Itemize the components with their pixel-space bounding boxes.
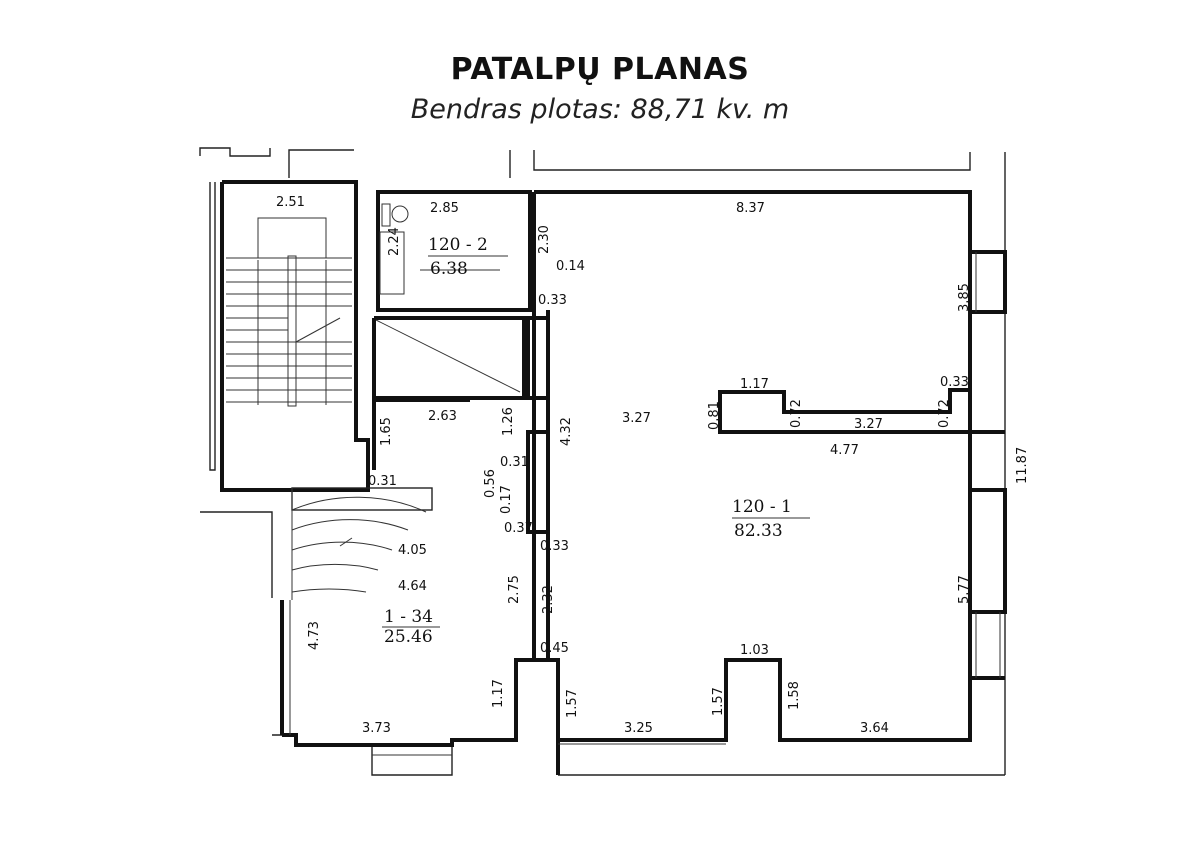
- dim-wc-h2: 2.30: [537, 225, 552, 254]
- dim-right-385: 3.85: [957, 283, 972, 312]
- dim-bot-364: 3.64: [860, 721, 889, 736]
- dim-left-031: 0.31: [368, 474, 397, 489]
- dim-corr-263: 2.63: [428, 409, 457, 424]
- dim-v-117: 1.17: [491, 679, 506, 708]
- dim-col-072-a: 0.72: [789, 399, 804, 428]
- dim-col-072-b: 0.72: [937, 399, 952, 428]
- dim-v-045: 0.45: [540, 641, 569, 656]
- room-code-main: 120 - 1: [732, 497, 792, 517]
- dim-v-158: 1.58: [787, 681, 802, 710]
- dim-right-577: 5.77: [957, 575, 972, 604]
- dim-v-232: 2.32: [541, 585, 556, 614]
- dim-wall-033-a: 0.33: [538, 293, 567, 308]
- main-room: [532, 190, 1007, 742]
- dim-sm-037: 0.37: [504, 521, 533, 536]
- dim-wc-width: 2.85: [430, 201, 459, 216]
- dim-mid-327: 3.27: [622, 411, 651, 426]
- dim-col-117: 1.17: [740, 377, 769, 392]
- corridor-block: [372, 310, 550, 660]
- curved-stair: [291, 487, 433, 600]
- room-area-wc: 6.38: [430, 259, 468, 279]
- dim-arc-464: 4.64: [398, 579, 427, 594]
- dim-corr-126: 1.26: [501, 407, 516, 436]
- dim-col-033: 0.33: [940, 375, 969, 390]
- dim-sm-056: 0.56: [483, 469, 498, 498]
- dim-stair-top: 2.51: [276, 195, 305, 210]
- dim-main-top: 8.37: [736, 201, 765, 216]
- page-title: PATALPŲ PLANAS: [450, 52, 750, 87]
- dim-corr-432: 4.32: [559, 417, 574, 446]
- dim-col-477: 4.77: [830, 443, 859, 458]
- dim-bot-325: 3.25: [624, 721, 653, 736]
- dim-v-157-a: 1.57: [565, 689, 580, 718]
- dim-left-165: 1.65: [379, 417, 394, 446]
- dim-v-473: 4.73: [307, 621, 322, 650]
- dim-arc-405: 4.05: [398, 543, 427, 558]
- dim-col-081: 0.81: [707, 401, 722, 430]
- dim-col-327-r: 3.27: [854, 417, 883, 432]
- dim-wall-014: 0.14: [556, 259, 585, 274]
- dim-v-157-b: 1.57: [711, 687, 726, 716]
- dim-sm-017: 0.17: [499, 485, 514, 514]
- outer-walls: [199, 147, 1006, 776]
- dim-wc-h1: 2.24: [387, 227, 402, 256]
- room-area-main: 82.33: [734, 521, 783, 541]
- staircase: [220, 180, 370, 492]
- room-code-wc: 120 - 2: [428, 235, 488, 255]
- room-wc: [376, 190, 532, 312]
- dim-total-1187: 11.87: [1015, 447, 1030, 484]
- dim-wall-033-b: 0.33: [540, 539, 569, 554]
- room-left: [280, 600, 726, 775]
- dim-sm-031-a: 0.31: [500, 455, 529, 470]
- room-code-left: 1 - 34: [384, 607, 433, 627]
- page-subtitle: Bendras plotas: 88,71 kv. m: [410, 94, 790, 125]
- dim-bot-373: 3.73: [362, 721, 391, 736]
- dim-col-103: 1.03: [740, 643, 769, 658]
- dim-v-275: 2.75: [507, 575, 522, 604]
- room-area-left: 25.46: [384, 627, 433, 647]
